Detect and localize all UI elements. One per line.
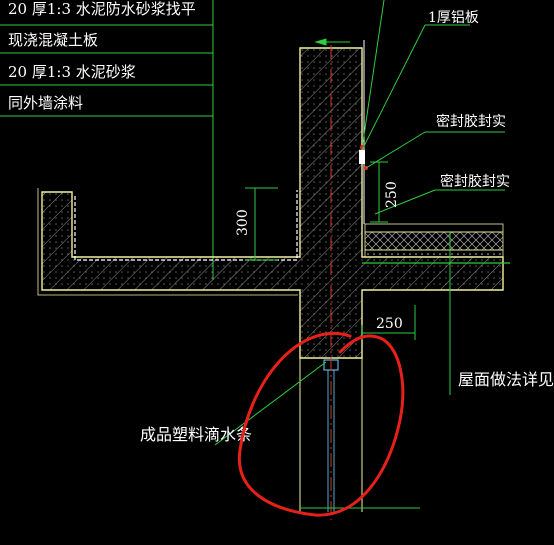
dim-flashing-height: 250	[384, 181, 400, 208]
dimension-labels: 300 250 250	[235, 181, 403, 332]
callout-sealant-bottom: 密封胶封实	[440, 173, 510, 190]
highlight-circle	[237, 331, 405, 517]
legend-row-2: 现浇混凝土板	[8, 31, 98, 49]
callout-labels: 1厚铝板 密封胶封实 密封胶封实 成品塑料滴水条 屋面做法详见建	[140, 10, 554, 444]
concrete-body	[41, 47, 504, 359]
dim-parapet-height: 300	[235, 209, 251, 236]
callout-roof-note: 屋面做法详见建	[458, 370, 554, 389]
legend-table	[0, 0, 214, 280]
leader-lines	[214, 0, 505, 446]
callout-sealant-top: 密封胶封实	[436, 113, 506, 130]
legend-row-1: 20 厚1:3 水泥防水砂浆找平	[8, 0, 196, 18]
legend-row-4: 同外墙涂料	[8, 94, 83, 112]
dim-slab-offset: 250	[376, 316, 403, 332]
legend-row-3: 20 厚1:3 水泥砂浆	[8, 63, 136, 81]
roof-layers	[362, 223, 510, 264]
lower-wall	[299, 358, 363, 512]
callout-aluminum-plate: 1厚铝板	[428, 10, 479, 26]
legend-text: 20 厚1:3 水泥防水砂浆找平 现浇混凝土板 20 厚1:3 水泥砂浆 同外墙…	[8, 0, 196, 112]
dimension-lines	[245, 161, 420, 509]
concrete-section	[37, 47, 504, 359]
callout-drip-strip: 成品塑料滴水条	[140, 425, 252, 444]
